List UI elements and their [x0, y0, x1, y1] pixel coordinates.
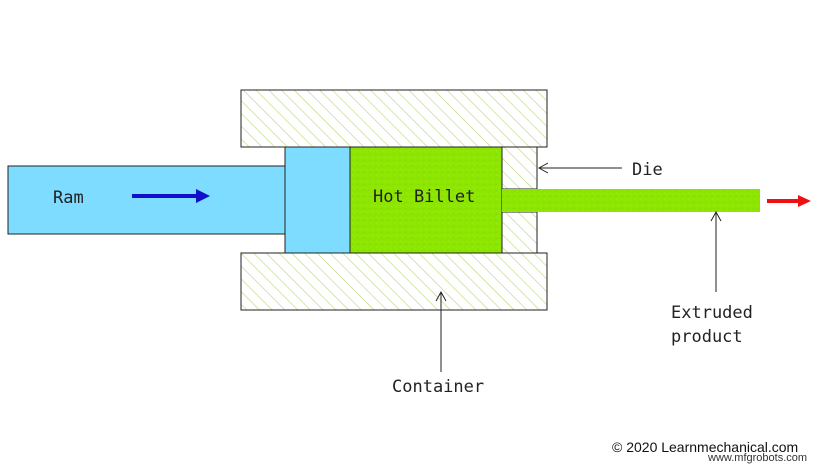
hot-billet	[349, 146, 503, 254]
die-label: Die	[632, 160, 663, 180]
extruded-product	[502, 189, 760, 212]
ram-label: Ram	[53, 188, 84, 208]
ram-rod	[7, 165, 286, 235]
watermark: www.mfgrobots.com	[707, 452, 807, 464]
hot-billet-label: Hot Billet	[373, 187, 475, 207]
copyright-credit: © 2020 Learnmechanical.com	[612, 439, 798, 455]
extruded-product-label-line2: product	[671, 327, 743, 347]
container-lower-wall	[240, 252, 548, 311]
ram-direction-arrow-icon	[132, 189, 210, 203]
extruded-product-pointer	[710, 210, 722, 292]
product-direction-arrow-icon	[767, 195, 811, 207]
die-lower	[501, 211, 538, 254]
die-upper	[501, 146, 538, 190]
container-pointer	[435, 290, 447, 372]
container-label: Container	[392, 377, 484, 397]
ram-head	[284, 146, 351, 254]
extruded-product-label-line1: Extruded	[671, 303, 753, 323]
die-pointer	[537, 162, 622, 174]
container-upper-wall	[240, 89, 548, 148]
